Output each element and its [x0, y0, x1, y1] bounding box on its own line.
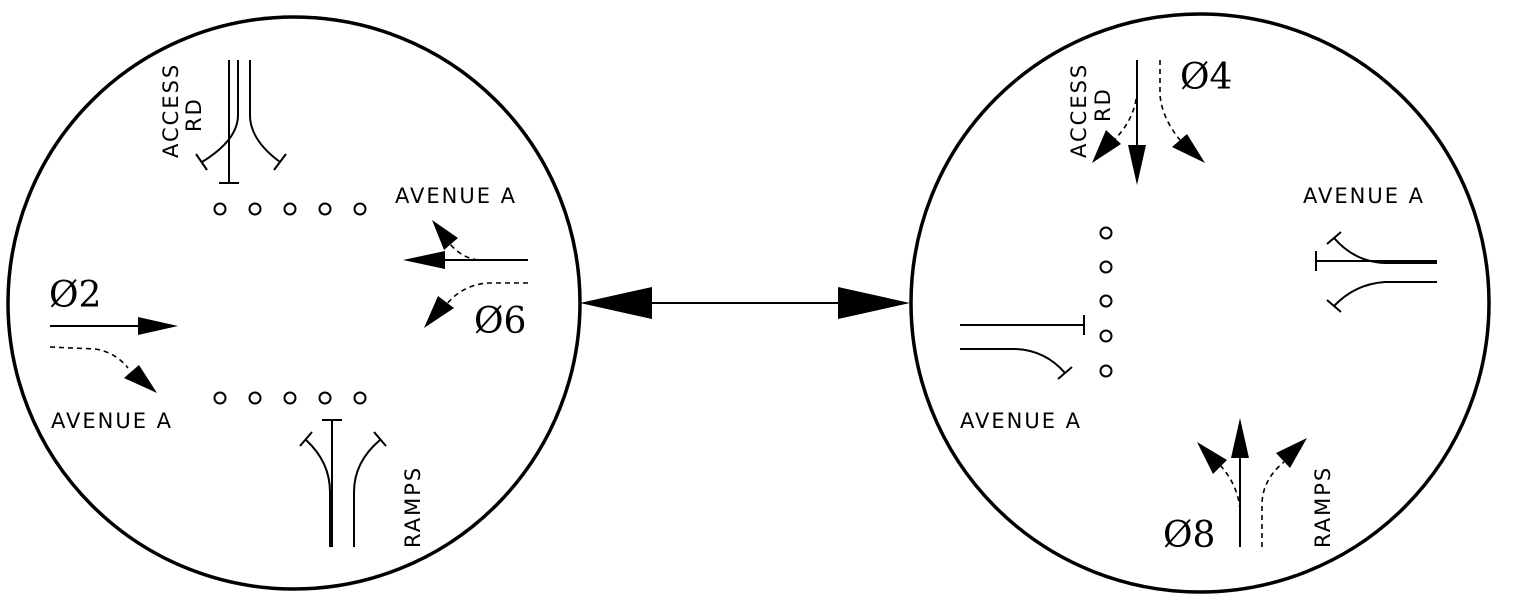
left-north-street-label-1: ACCESS	[159, 63, 183, 158]
left-south-approach	[299, 419, 387, 547]
right-phase-group: ACCESS RD AVENUE A AVENUE A RAMPS Ø4 Ø8	[909, 12, 1491, 594]
phase-sequence-connector	[580, 287, 910, 319]
left-west-street-label: AVENUE A	[51, 409, 173, 433]
left-phase-label-6: Ø6	[474, 301, 526, 342]
right-south-street-label: RAMPS	[1311, 466, 1335, 548]
right-intersection-circle	[909, 12, 1491, 594]
right-west-street-label: AVENUE A	[960, 409, 1082, 433]
right-phase-label-4: Ø4	[1180, 57, 1232, 98]
right-phase4-movements	[1092, 60, 1205, 185]
right-west-approach	[960, 315, 1085, 380]
left-phase-label-2: Ø2	[49, 275, 101, 316]
left-north-approach	[195, 60, 287, 184]
right-north-street-label-1: ACCESS	[1067, 63, 1091, 158]
left-phase-group: ACCESS RD AVENUE A AVENUE A RAMPS Ø2 Ø6	[6, 15, 582, 591]
right-north-street-label-2: RD	[1091, 87, 1115, 122]
left-crosswalk-bottom	[213, 391, 367, 405]
left-east-street-label: AVENUE A	[395, 184, 517, 208]
right-phase-label-8: Ø8	[1163, 515, 1215, 556]
left-north-street-label-2: RD	[182, 97, 206, 132]
left-crosswalk-top	[213, 202, 367, 216]
right-phase8-movements	[1197, 418, 1307, 547]
left-phase6-movements	[403, 220, 528, 328]
right-crosswalk	[1099, 226, 1113, 378]
left-phase2-movements	[49, 317, 178, 393]
left-south-street-label: RAMPS	[401, 466, 425, 548]
right-east-street-label: AVENUE A	[1303, 184, 1425, 208]
right-east-approach	[1315, 231, 1437, 313]
